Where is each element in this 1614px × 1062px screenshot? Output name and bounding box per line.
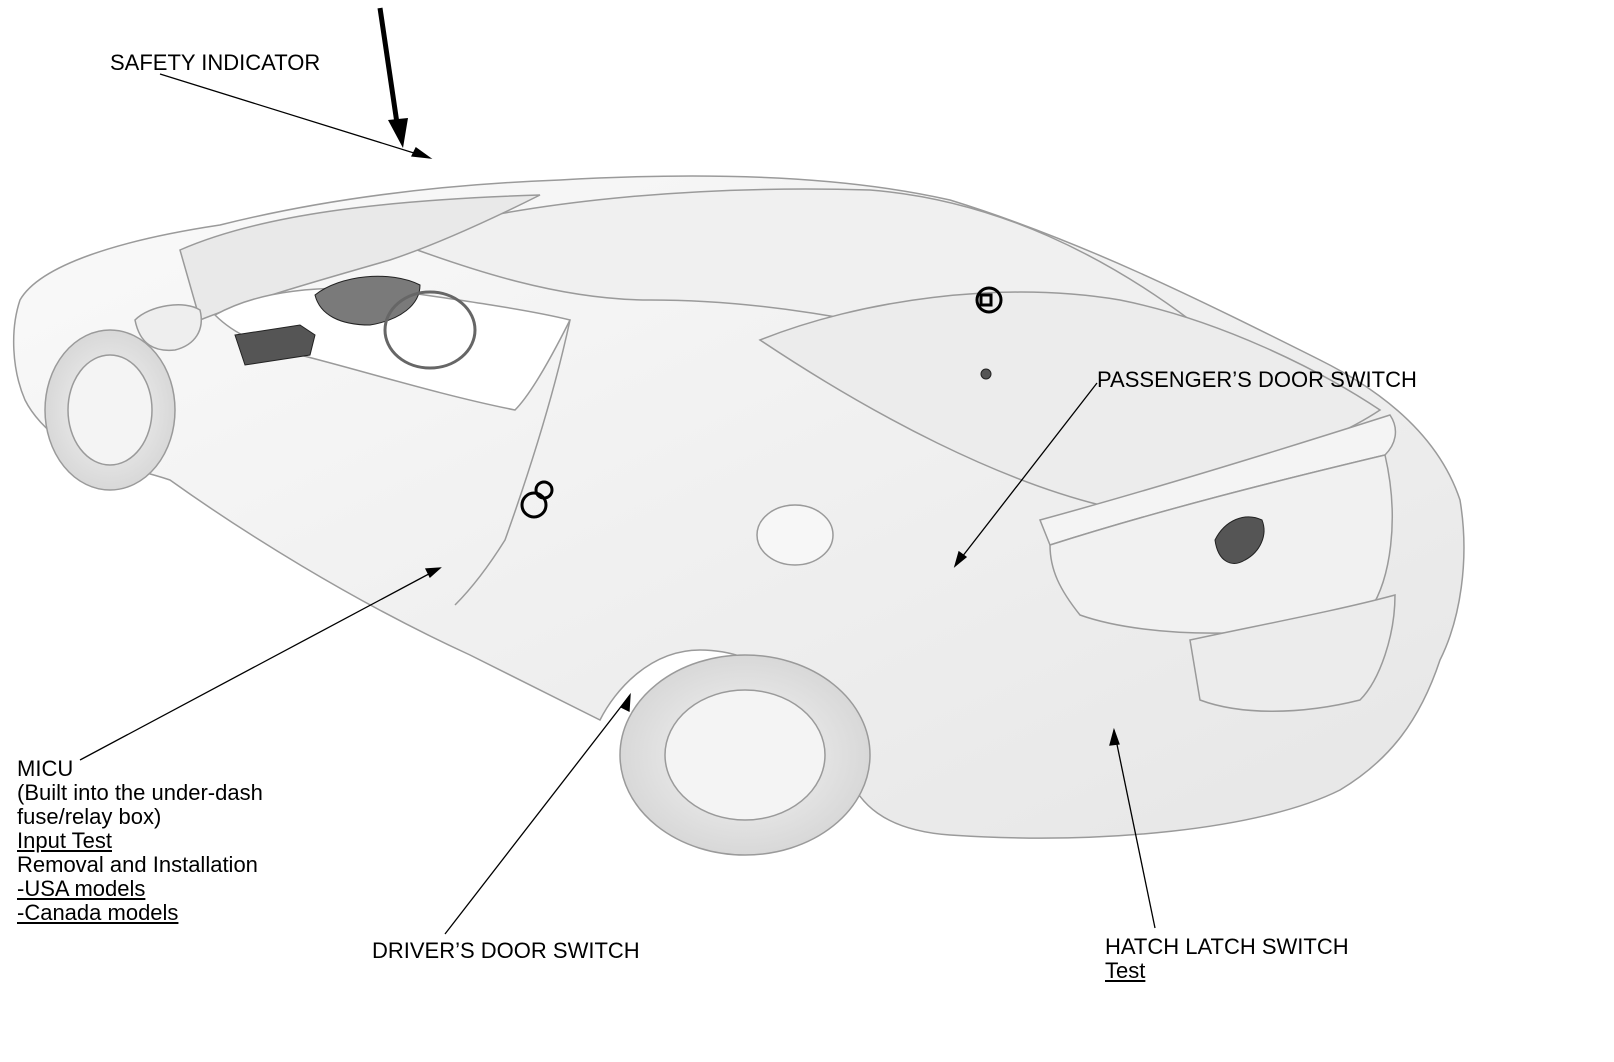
micu-removal-installation-text: Removal and Installation	[17, 852, 258, 877]
leader-lines	[79, 73, 1156, 935]
micu-fuse-box-icon	[234, 324, 316, 366]
hatch-latch-switch-label: HATCH LATCH SWITCH Test	[1105, 935, 1349, 983]
safety-indicator-leader	[159, 73, 431, 159]
passenger-switch-leader	[954, 382, 1098, 567]
safety-indicator-arrowhead	[411, 147, 433, 159]
steering-wheel-icon	[383, 290, 477, 370]
hatch-latch-switch-icon	[1214, 516, 1265, 564]
driver-door-switch-label: DRIVER’S DOOR SWITCH	[372, 939, 640, 963]
micu-note-line1: (Built into the under-dash	[17, 780, 263, 805]
car-illustration	[12, 175, 1465, 856]
rear-glass	[758, 291, 1382, 506]
driver-switch-arrowhead	[620, 692, 631, 713]
hatch-latch-switch-title: HATCH LATCH SWITCH	[1105, 934, 1349, 959]
safety-indicator-label: SAFETY INDICATOR	[110, 51, 320, 75]
micu-usa-models-link[interactable]: -USA models	[17, 876, 146, 901]
hatch-switch-arrowhead	[1109, 727, 1120, 746]
fuel-door	[756, 504, 834, 566]
hatch-switch-leader	[1113, 729, 1156, 929]
micu-arrowhead	[424, 567, 442, 579]
micu-input-test-link[interactable]: Input Test	[17, 828, 112, 853]
micu-leader	[79, 567, 441, 761]
components	[234, 275, 1265, 564]
passenger-switch-arrowhead	[953, 550, 968, 568]
micu-title: MICU	[17, 756, 74, 781]
side-mirror	[134, 304, 202, 352]
view-arrow	[377, 7, 408, 148]
instrument-cluster-icon	[314, 275, 421, 326]
front-wheel-rim	[67, 354, 153, 466]
hatch-latch-switch-test-link[interactable]: Test	[1105, 958, 1146, 983]
driver-door-switch-text: DRIVER’S DOOR SWITCH	[372, 938, 640, 963]
driver-switch-leader	[444, 694, 631, 935]
micu-note-line2: fuse/relay box)	[17, 804, 162, 829]
passenger-door-switch-text: PASSENGER’S DOOR SWITCH	[1097, 367, 1417, 392]
micu-canada-models-link[interactable]: -Canada models	[17, 900, 179, 925]
micu-label: MICU (Built into the under-dash fuse/rel…	[17, 757, 263, 925]
door-seam	[454, 319, 571, 606]
dome-light-icon	[980, 368, 992, 380]
rear-wheel-rim	[664, 689, 826, 821]
safety-indicator-text: SAFETY INDICATOR	[110, 50, 321, 75]
license-plate-recess	[1189, 594, 1396, 712]
driver-door-switch-icon	[520, 480, 554, 519]
passenger-door-switch-label: PASSENGER’S DOOR SWITCH	[1097, 368, 1417, 392]
windshield	[179, 194, 541, 322]
passenger-door-switch-icon	[975, 286, 1003, 314]
